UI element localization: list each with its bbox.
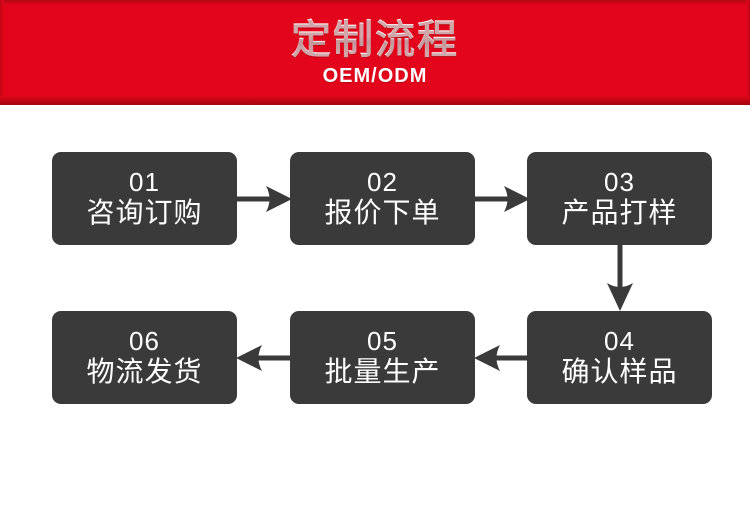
flow-node-number: 03	[604, 167, 635, 197]
flow-node-04[interactable]: 04 确认样品	[527, 311, 712, 404]
banner-bottom-edge	[0, 96, 750, 105]
banner-content: 定制流程 OEM/ODM	[0, 0, 750, 105]
arrow-right-icon-02-03	[472, 183, 532, 215]
page-title: 定制流程	[291, 18, 459, 62]
arrow-left-icon-04-05	[472, 342, 532, 374]
page-subtitle: OEM/ODM	[322, 65, 428, 87]
flow-node-label: 批量生产	[324, 356, 441, 387]
arrow-right-icon-01-02	[234, 183, 294, 215]
arrow-left-icon-05-06	[234, 342, 294, 374]
flow-node-label: 物流发货	[86, 356, 203, 387]
flow-node-number: 02	[367, 167, 398, 197]
flow-node-label: 报价下单	[324, 197, 441, 228]
flow-node-label: 产品打样	[561, 197, 678, 228]
flow-node-number: 04	[604, 326, 635, 356]
flow-node-number: 01	[129, 167, 160, 197]
flow-node-label: 咨询订购	[86, 197, 203, 228]
banner-left-edge	[0, 0, 4, 105]
flow-node-number: 06	[129, 326, 160, 356]
arrow-down-icon-03-04	[604, 243, 636, 313]
flow-node-03[interactable]: 03 产品打样	[527, 152, 712, 245]
process-flowchart: 01 咨询订购 02 报价下单 03 产品打样 04 确认样品 05 批量生产 …	[0, 105, 750, 508]
page-banner: 定制流程 OEM/ODM	[0, 0, 750, 105]
banner-top-edge	[0, 0, 750, 5]
flow-node-label: 确认样品	[561, 356, 678, 387]
flow-node-05[interactable]: 05 批量生产	[290, 311, 475, 404]
flow-node-02[interactable]: 02 报价下单	[290, 152, 475, 245]
flow-node-01[interactable]: 01 咨询订购	[52, 152, 237, 245]
flow-node-06[interactable]: 06 物流发货	[52, 311, 237, 404]
flow-node-number: 05	[367, 326, 398, 356]
banner-right-edge	[746, 0, 750, 105]
